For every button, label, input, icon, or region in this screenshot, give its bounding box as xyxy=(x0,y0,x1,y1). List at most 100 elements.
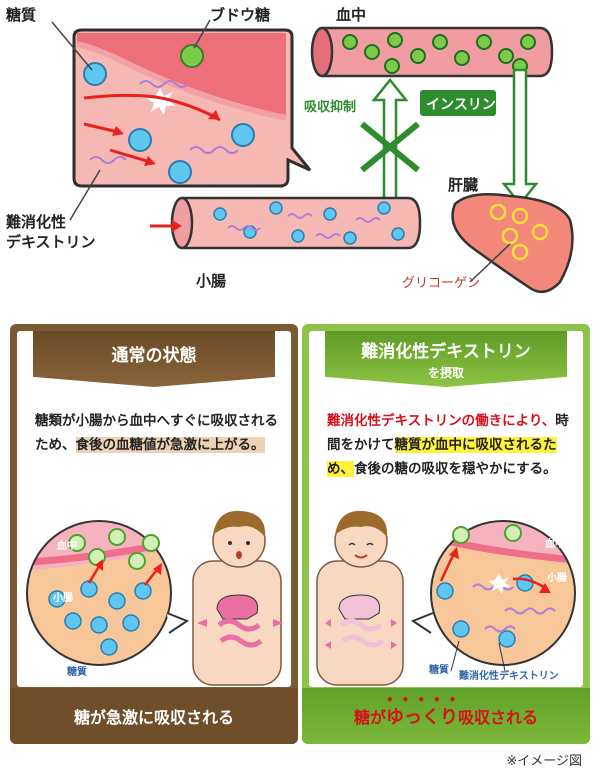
glucose-dot xyxy=(504,524,522,542)
sugar-dot xyxy=(377,201,391,215)
sugar-dot xyxy=(391,227,405,241)
glucose-dot xyxy=(410,48,426,64)
sugar-dot xyxy=(436,582,454,600)
sugar-dot xyxy=(269,201,283,215)
panel-normal-illustration xyxy=(26,510,283,686)
glycogen-dot xyxy=(489,203,507,221)
glucose-dot xyxy=(432,34,448,50)
panel-dextrin-footer-emph-text: ゆっくり xyxy=(386,707,458,728)
zoom-circle xyxy=(430,520,576,666)
dextrin-wave xyxy=(139,80,189,88)
panel-dextrin-description: 難消化性デキストリンの働きにより、時間をかけて糖質が血中に吸収されるため、食後の… xyxy=(327,409,571,481)
sugar-dot xyxy=(64,612,82,630)
panel-dextrin-label-intestine: 小腸 xyxy=(547,573,567,584)
sugar-dot xyxy=(291,229,305,243)
down-arrow-to-liver xyxy=(501,68,539,207)
insulin-badge xyxy=(420,90,496,116)
label-glucose: ブドウ糖 xyxy=(210,6,271,24)
dextrin-wave xyxy=(189,146,239,154)
sugar-dot xyxy=(100,638,118,656)
panel-dextrin-footer-content: 糖が•••••ゆっくり吸収される xyxy=(353,693,538,729)
panel-normal-text-highlight: 食後の血糖値が急激に上がる。 xyxy=(75,437,265,453)
panel-dextrin-text: 時間をかけて xyxy=(327,413,569,453)
label-insulin: インスリン xyxy=(426,97,496,113)
glucose-dot xyxy=(452,526,470,544)
glucose-dot xyxy=(180,44,204,68)
sugar-dot xyxy=(108,592,126,610)
blocked-star-icon xyxy=(488,573,511,594)
panel-dextrin-body: 難消化性デキストリン を摂取 難消化性デキストリンの働きにより、時間をかけて糖質… xyxy=(309,331,583,687)
panel-dextrin-subtitle: を摂取 xyxy=(427,366,464,380)
sugar-dot xyxy=(83,62,107,86)
label-dextrin: 難消化性 デキストリン xyxy=(6,213,96,251)
panel-dextrin: 難消化性デキストリン を摂取 難消化性デキストリンの働きにより、時間をかけて糖質… xyxy=(302,324,590,744)
panel-dextrin-title-ribbon: 難消化性デキストリン を摂取 xyxy=(325,331,567,387)
top-diagram xyxy=(51,19,574,294)
panel-dextrin-footer-emphasis: •••••ゆっくり xyxy=(386,693,458,728)
glucose-dot xyxy=(520,34,536,50)
dextrin-wave xyxy=(287,213,313,219)
label-sugar: 糖質 xyxy=(6,6,37,24)
panel-normal-label-intestine: 小腸 xyxy=(53,593,73,604)
glycogen-dot xyxy=(531,223,549,241)
panel-dextrin-title: 難消化性デキストリン xyxy=(361,342,531,362)
panel-dextrin-footer-prefix: 糖が xyxy=(353,708,386,727)
sugar-dot xyxy=(243,225,257,239)
dextrin-wave xyxy=(315,233,341,239)
blood-vessel-tube xyxy=(310,26,554,78)
glucose-dot xyxy=(384,58,400,74)
glycogen-dot xyxy=(501,227,519,245)
glycogen-dot xyxy=(511,243,529,261)
panel-dextrin-footer: 糖が•••••ゆっくり吸収される xyxy=(302,688,590,744)
glucose-dot xyxy=(68,534,86,552)
panel-normal: 通常の状態 糖類が小腸から血中へすぐに吸収されるため、食後の血糖値が急激に上がる… xyxy=(10,324,298,744)
panel-dextrin-text-red: 難消化性デキストリンの働きにより、 xyxy=(327,413,556,429)
glucose-dot xyxy=(476,34,492,50)
panel-normal-footer-text: 糖が急激に吸収される xyxy=(73,708,234,727)
label-blood: 血中 xyxy=(336,6,367,24)
panel-normal-title: 通常の状態 xyxy=(111,346,197,366)
dextrin-wave xyxy=(355,217,381,223)
panel-normal-label-blood: 血中 xyxy=(57,541,77,552)
sugar-dot xyxy=(452,620,470,638)
sugar-dot xyxy=(48,590,66,608)
glucose-dot xyxy=(128,552,146,570)
dextrin-wave xyxy=(472,583,514,591)
sugar-dot xyxy=(231,123,255,147)
sugar-dot xyxy=(128,128,152,152)
person-illustration xyxy=(316,510,404,686)
panel-normal-label-sugar: 糖質 xyxy=(67,667,87,678)
panel-normal-body: 通常の状態 糖類が小腸から血中へすぐに吸収されるため、食後の血糖値が急激に上がる… xyxy=(17,331,291,687)
label-glycogen: グリコーゲン xyxy=(402,276,481,291)
glucose-dot xyxy=(454,50,470,66)
panel-normal-footer: 糖が急激に吸収される xyxy=(10,688,298,744)
panel-dextrin-label-blood: 血中 xyxy=(545,539,565,550)
blocked-star-icon xyxy=(146,88,176,115)
small-intestine-tube xyxy=(170,196,422,250)
sugar-dot xyxy=(498,630,516,648)
panel-normal-description: 糖類が小腸から血中へすぐに吸収されるため、食後の血糖値が急激に上がる。 xyxy=(35,409,279,457)
panel-normal-text: 糖類が小腸から血中へすぐに吸収されるため、 xyxy=(35,413,278,453)
dextrin-wave xyxy=(504,607,556,615)
glucose-dot xyxy=(364,44,380,60)
sugar-dot xyxy=(323,207,337,221)
inhibit-x-icon xyxy=(360,121,420,173)
dextrin-wave xyxy=(484,625,516,633)
sugar-dot xyxy=(80,580,98,598)
glucose-dot xyxy=(108,528,126,546)
sugar-dot xyxy=(168,160,192,184)
label-liver: 肝臓 xyxy=(448,176,479,194)
glucose-dot xyxy=(498,48,514,64)
image-note: ※イメージ図 xyxy=(506,754,582,769)
panel-normal-title-ribbon: 通常の状態 xyxy=(33,331,275,387)
panel-dextrin-illustration xyxy=(316,510,576,686)
dextrin-wave xyxy=(227,225,261,231)
emphasis-dots: ••••• xyxy=(386,693,465,707)
glucose-dot xyxy=(342,34,358,50)
sugar-dot xyxy=(343,231,357,245)
glucose-dot xyxy=(387,32,403,48)
dextrin-wave xyxy=(89,156,127,164)
glycogen-dot xyxy=(511,207,529,225)
sugar-dot xyxy=(90,616,108,634)
label-small-intestine: 小腸 xyxy=(196,272,227,290)
